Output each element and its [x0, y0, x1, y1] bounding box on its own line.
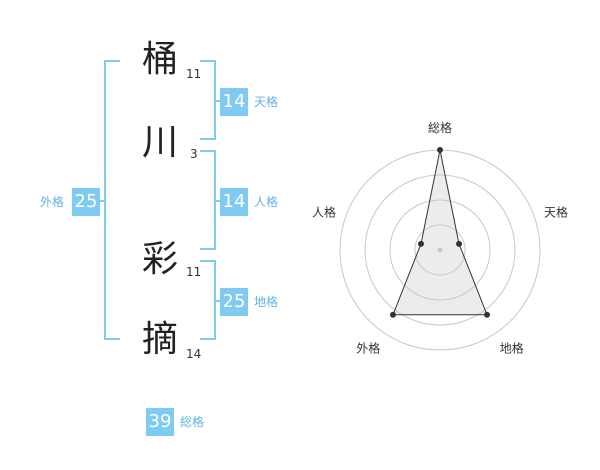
name-char-4: 摘: [141, 319, 178, 360]
chikaku-connector: [214, 300, 222, 302]
radar-label-5: 人格: [312, 204, 336, 219]
radar-point-3: [484, 311, 491, 318]
radar-ring-3: [364, 174, 516, 326]
jinkaku-connector: [214, 200, 222, 202]
name-char-2-strokes: 3: [190, 147, 198, 161]
chikaku-value: 25: [220, 288, 248, 316]
radar-ring-1: [414, 224, 466, 276]
soukaku-label: 総格: [180, 415, 205, 429]
jinkaku-value: 14: [220, 188, 248, 216]
radar-point-4: [389, 311, 396, 318]
radar-point-5: [417, 240, 424, 247]
chikaku-label: 地格: [254, 295, 279, 309]
radar-label-1: 総格: [428, 120, 452, 135]
radar-ring-2: [389, 199, 491, 301]
tenkaku-value: 14: [220, 88, 248, 116]
name-char-1: 桶: [141, 39, 178, 80]
radar-label-2: 天格: [544, 204, 568, 219]
radar-center: [437, 247, 443, 253]
tenkaku-label: 天格: [254, 95, 279, 109]
radar-point-1: [437, 147, 443, 153]
soukaku-value: 39: [146, 408, 174, 436]
radar-point-2: [456, 240, 463, 247]
radar-label-4: 外格: [356, 341, 380, 356]
gaikaku-value: 25: [72, 188, 100, 216]
name-char-2: 川: [141, 122, 178, 163]
outer-grid-connector: [100, 200, 106, 202]
jinkaku-label: 人格: [254, 195, 279, 209]
name-char-4-strokes: 14: [186, 347, 202, 361]
name-char-1-strokes: 11: [186, 67, 202, 81]
tenkaku-connector: [214, 100, 222, 102]
outer-grid-bracket: [104, 60, 120, 340]
name-char-3-strokes: 11: [186, 265, 202, 279]
radar-area: [392, 149, 488, 316]
name-char-3: 彩: [141, 239, 178, 280]
gaikaku-label: 外格: [40, 195, 65, 209]
radar-label-3: 地格: [500, 341, 524, 356]
